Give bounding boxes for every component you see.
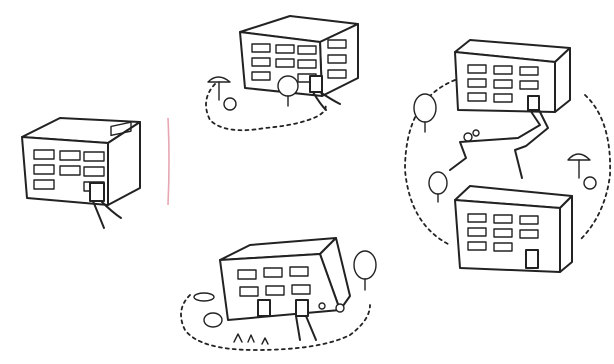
path-line-right (305, 315, 317, 341)
tree (353, 250, 377, 291)
building (21, 117, 141, 206)
garden-boundary (205, 83, 327, 132)
path-line-left (312, 91, 327, 111)
seating (318, 302, 345, 313)
scene-building-with-garden (205, 15, 359, 132)
connecting-path-b (514, 109, 549, 179)
scene-building-with-courtyard (180, 237, 377, 351)
flowers (233, 333, 269, 345)
door (525, 249, 539, 269)
building-bottom (454, 185, 573, 273)
door (309, 75, 323, 93)
building (239, 15, 359, 97)
tree (277, 75, 299, 107)
path-line-right (100, 200, 122, 219)
garden-boundary (180, 294, 371, 351)
door-right (295, 299, 309, 317)
door-left (257, 299, 271, 317)
divider-line (167, 117, 170, 206)
door (527, 95, 540, 111)
connecting-path-a (449, 109, 541, 171)
shrub (203, 312, 223, 328)
scene-two-buildings-shared-garden (404, 39, 612, 273)
building (219, 237, 351, 321)
umbrella-table (207, 76, 237, 111)
path-line-left (92, 200, 105, 229)
building-top (454, 39, 571, 113)
tree-middle (428, 171, 448, 203)
garden-boundary-right (579, 94, 612, 241)
scene-single-building (21, 117, 141, 229)
birdbath (193, 292, 215, 302)
path-line-left (295, 315, 301, 341)
seating (463, 129, 480, 142)
path-line-right (319, 91, 341, 105)
tree-left (413, 93, 437, 133)
door (89, 182, 105, 202)
umbrella-table (567, 153, 597, 190)
